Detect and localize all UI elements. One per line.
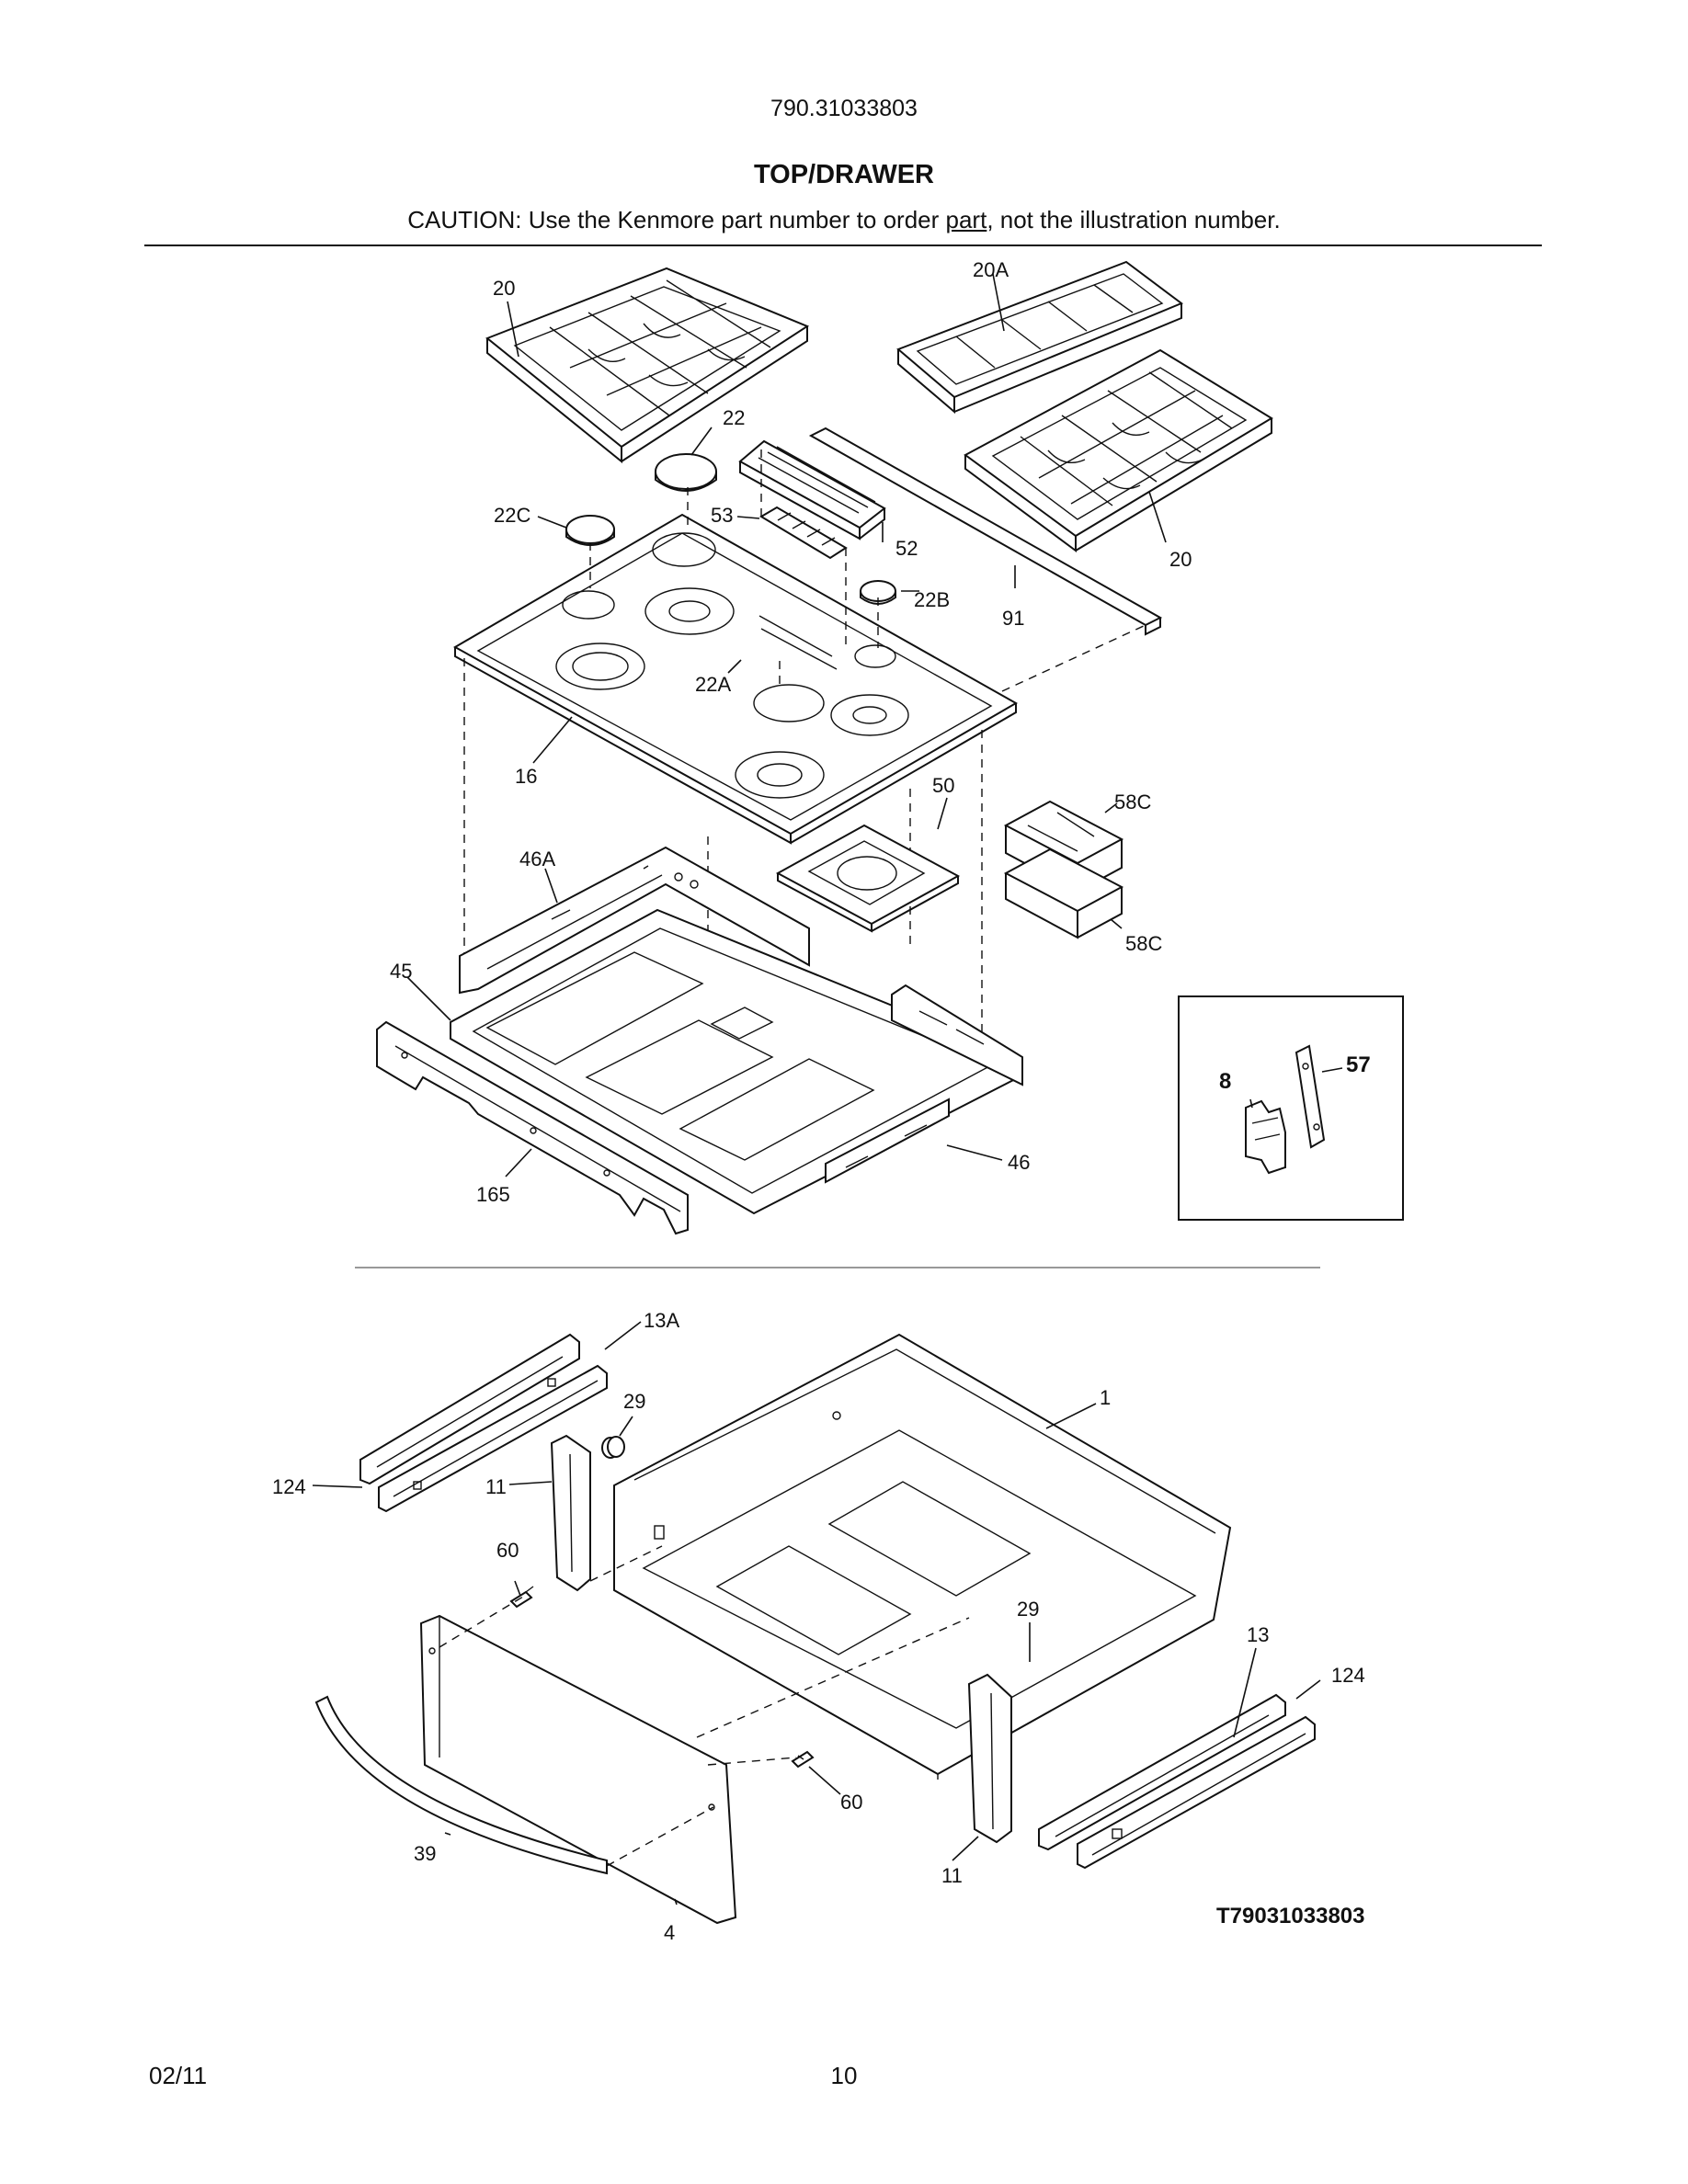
model-number: 790.31033803 [770,96,918,121]
igniter-module [1245,1099,1286,1175]
screw-right [791,1750,815,1769]
callout-22b: 22B [914,588,950,611]
callout-124-left: 124 [272,1475,306,1498]
drawer-bracket-left [550,1434,591,1592]
figure-code: T79031033803 [1216,1904,1365,1928]
callout-60-left: 60 [496,1539,519,1562]
callout-39: 39 [414,1842,436,1865]
inset-box [1178,995,1404,1221]
callout-46a: 46A [519,847,555,870]
callout-124-right: 124 [1331,1664,1365,1687]
callout-8: 8 [1219,1069,1231,1094]
side-rail-right [825,1098,950,1184]
page-number: 10 [830,2062,858,2089]
caution-prefix: CAUTION: Use the Kenmore part number to … [407,206,946,233]
right-burner-grate [964,348,1273,552]
caution-note: CAUTION: Use the Kenmore part number to … [0,206,1688,234]
burner-pan [775,824,961,933]
center-burner-grate [896,260,1184,415]
callout-22a: 22A [695,673,731,696]
callout-60-right: 60 [840,1791,862,1814]
drawer-slide-left [359,1333,608,1513]
insulation-block-lower [1003,847,1124,939]
drawer-slide-right [1038,1693,1316,1870]
header-rule [144,245,1542,246]
drawer-handle [314,1695,608,1875]
callout-58c-upper: 58C [1114,791,1151,813]
callout-29-right: 29 [1017,1598,1039,1621]
callout-20-left: 20 [493,277,515,300]
callout-22: 22 [723,406,745,429]
footer-date: 02/11 [149,2062,208,2089]
callout-58c-lower: 58C [1125,932,1162,955]
cooktop [452,513,1019,845]
section-title: TOP/DRAWER [753,160,935,189]
callout-53: 53 [711,504,733,527]
callout-52: 52 [895,537,918,560]
caution-suffix: , not the illustration number. [987,206,1281,233]
callout-11-left: 11 [485,1475,507,1498]
burner-cap-22c [565,515,615,546]
callout-46: 46 [1008,1151,1030,1174]
callout-50: 50 [932,774,954,797]
drawer-front-panel [419,1614,737,1925]
callout-1: 1 [1100,1386,1111,1409]
rear-trim-strip [808,427,1163,636]
vent-screen [759,506,848,560]
callout-13a: 13A [644,1309,679,1332]
drawer-bracket-right [967,1673,1012,1844]
left-burner-grate [485,267,810,464]
front-bracket [376,1020,689,1235]
callout-13: 13 [1247,1623,1269,1646]
bumper-left [601,1436,625,1459]
screw-left [509,1586,534,1609]
callout-45: 45 [390,960,412,983]
callout-22c: 22C [494,504,530,527]
igniter-plate [1295,1044,1326,1149]
caution-part-link[interactable]: part [945,206,987,233]
callout-20a: 20A [973,258,1009,281]
callout-16: 16 [515,765,537,788]
vent-trim [738,439,886,540]
callout-91: 91 [1002,607,1024,630]
callout-29-left: 29 [623,1390,645,1413]
side-panel-left [459,846,810,995]
callout-57: 57 [1346,1052,1371,1077]
callout-11-right: 11 [941,1864,963,1887]
callout-165: 165 [476,1183,510,1206]
callout-4: 4 [664,1921,675,1944]
callout-20-right: 20 [1169,548,1192,571]
drawer-body [613,1333,1232,1780]
burner-cap-22 [655,453,717,492]
